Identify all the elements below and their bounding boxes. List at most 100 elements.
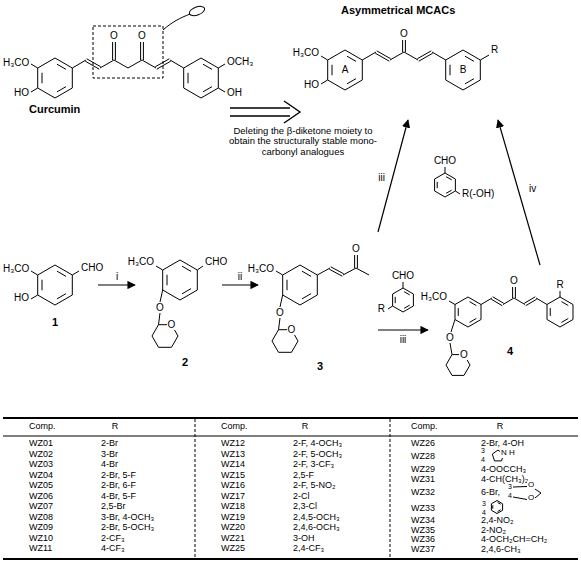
ring [435, 173, 456, 197]
structure-label: Deleting the β-diketone moiety to obtain… [227, 126, 379, 157]
bond [404, 305, 409, 308]
bond [402, 40, 403, 52]
table-cell: 2-NO₂ [480, 526, 507, 536]
table-cell: 2,4,6-OCH₃ [292, 523, 341, 533]
table-cell: 4 [480, 456, 486, 464]
structure-label: H₃CO [292, 47, 320, 58]
table-cell: 2-Br [100, 439, 119, 449]
ring [446, 50, 481, 90]
ring [393, 288, 414, 312]
bond [377, 51, 391, 59]
table-cell: WZ12 [220, 439, 246, 449]
table-cell: 2,4-NO₂ [480, 516, 515, 526]
bond [347, 79, 356, 84]
ring [455, 297, 481, 327]
table-cell: WZ03 [28, 460, 54, 470]
table-cell: 2,4,5-OCH₃ [292, 513, 341, 523]
bond [465, 56, 474, 61]
table-cell: WZ19 [220, 513, 246, 523]
bond [156, 266, 163, 270]
table-cell: WZ09 [28, 523, 54, 533]
structure-label: R(-OH) [461, 188, 495, 199]
bond [188, 73, 189, 84]
bond [160, 290, 163, 302]
bond [57, 271, 66, 276]
bond [498, 502, 501, 504]
table-cell: 2-Br, 6-F [100, 481, 137, 491]
ring [283, 265, 318, 305]
table-cell: WZ15 [220, 471, 246, 481]
structure-label: O [459, 349, 469, 360]
bond [155, 59, 169, 67]
table-cell: 2-Cl [292, 492, 311, 502]
structure-label: H₃CO [2, 57, 30, 68]
table-cell: WZ33 [410, 504, 436, 514]
bond [526, 299, 537, 306]
bond [347, 56, 356, 61]
bond [403, 282, 404, 288]
bond [329, 269, 342, 276]
table-cell: WZ06 [28, 492, 54, 502]
bond [561, 318, 568, 322]
bond [450, 343, 452, 355]
table-cell: 2-Br, 5-F [100, 471, 137, 481]
table-cell: R [301, 422, 310, 432]
table-cell: 3-Br, 4-OCH₃ [100, 513, 155, 523]
bond [57, 87, 66, 92]
bond [535, 493, 541, 498]
bond [31, 64, 38, 68]
table-cell: WZ01 [28, 439, 54, 449]
structure-label: O [137, 30, 147, 41]
structure-label: iii [399, 334, 408, 345]
table-cell: 2-CF₃ [100, 534, 126, 544]
bond [317, 268, 330, 275]
bond [142, 60, 156, 68]
table-cell: 2,4-CF₃ [292, 544, 325, 554]
table-cell: H [508, 449, 516, 458]
bond [218, 64, 225, 68]
structure-label: O [167, 319, 177, 330]
table-cell: Comp. [220, 422, 249, 432]
structure-label: CHO [433, 155, 457, 166]
ring [491, 501, 502, 514]
bond [404, 292, 409, 295]
bond [445, 167, 446, 173]
bond [182, 289, 191, 294]
ring [38, 58, 73, 98]
table-cell: WZ13 [220, 450, 246, 460]
structure-label: CHO [204, 256, 228, 267]
bond [449, 301, 455, 305]
table-cell: WZ08 [28, 513, 54, 523]
structure-label: O [287, 324, 297, 335]
table-cell: 2-F, 3-CF₃ [292, 460, 335, 470]
structure-label: 3 [316, 360, 324, 372]
table-rule [3, 417, 578, 419]
table-cell: WZ36 [410, 535, 436, 545]
structure-label: HO [13, 87, 30, 98]
bond [87, 59, 101, 67]
structure-label: iv [528, 183, 537, 194]
bond [343, 268, 356, 275]
structure-label: O [275, 307, 285, 318]
bond [170, 60, 184, 68]
table-cell: WZ29 [410, 465, 436, 475]
table-cell: 2,5-F [292, 471, 315, 481]
structure-label: O [509, 275, 519, 286]
bond [302, 271, 311, 276]
bond [72, 271, 79, 275]
table-cell: O [527, 481, 535, 490]
structure-label: O [351, 243, 361, 254]
bond [561, 302, 568, 306]
bond [321, 56, 328, 60]
bond [465, 79, 474, 84]
bond [491, 299, 502, 306]
bond [42, 280, 43, 291]
bond [357, 255, 358, 268]
table-cell: O [527, 494, 535, 503]
bond [115, 42, 116, 60]
bond [493, 297, 504, 304]
bond [512, 287, 513, 298]
table-cell: Comp. [410, 422, 439, 432]
table-cell: 4-CH(CH₃)₂ [480, 475, 529, 485]
